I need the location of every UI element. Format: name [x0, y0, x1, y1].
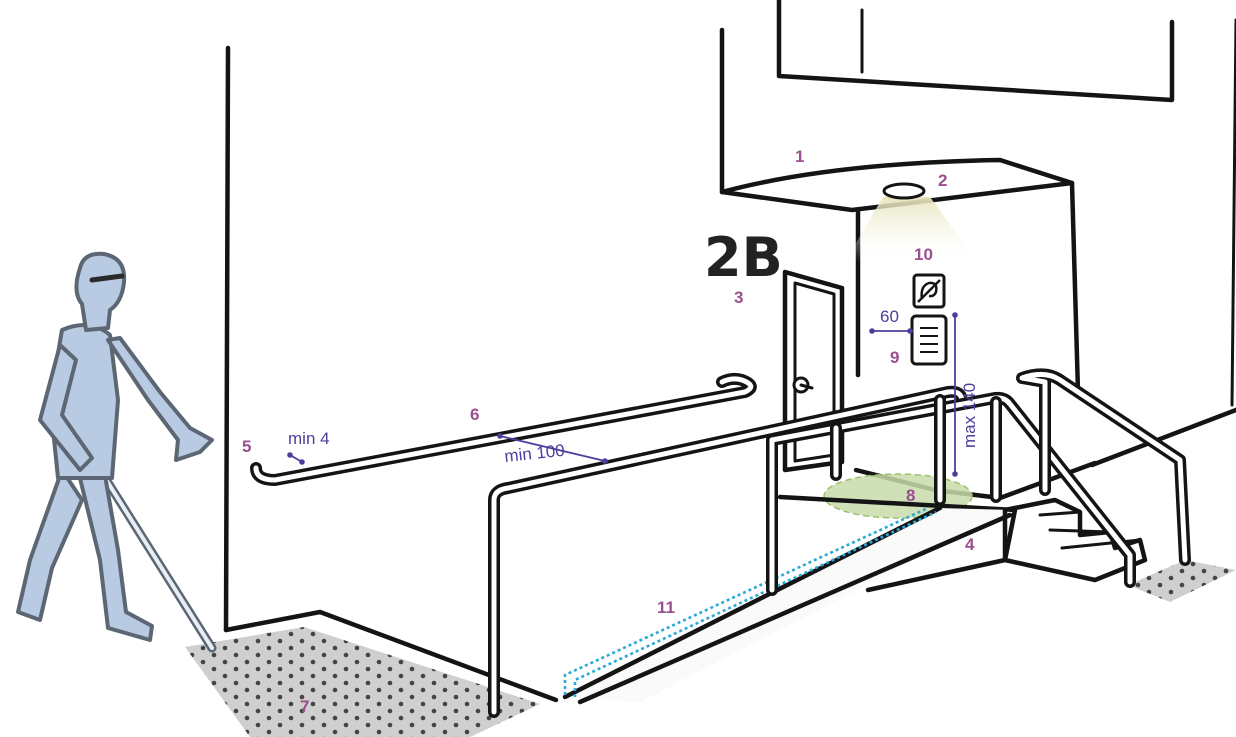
label-3: 3 — [734, 288, 743, 307]
outer-wall-edge — [1232, 20, 1236, 405]
label-6: 6 — [470, 405, 479, 424]
label-8: 8 — [906, 486, 915, 505]
label-11: 11 — [657, 598, 675, 617]
tactile-paving-dots — [185, 627, 540, 737]
ceiling-lamp-icon — [884, 184, 924, 198]
hearing-loop-icon — [914, 275, 944, 307]
dimension-intercom-height-label: max 140 — [960, 383, 979, 448]
dimension-rail-end-label: min 4 — [288, 429, 330, 448]
label-10: 10 — [914, 245, 933, 264]
label-7: 7 — [300, 697, 309, 716]
dimension-intercom-offset — [869, 328, 913, 334]
intercom-panel-icon[interactable] — [912, 316, 946, 364]
label-4: 4 — [965, 535, 975, 554]
building — [226, 0, 1236, 700]
ramp-edge — [565, 508, 940, 697]
vestibule-right-wall — [1072, 183, 1078, 392]
dimension-intercom-offset-label: 60 — [880, 307, 899, 326]
ramp-slope-line — [580, 515, 1010, 702]
door-handle-icon[interactable] — [794, 378, 812, 392]
label-1: 1 — [795, 147, 804, 166]
window-frame — [779, 0, 1172, 100]
label-9: 9 — [890, 348, 899, 367]
ramp-surface — [565, 508, 1012, 702]
visually-impaired-person — [18, 254, 212, 648]
dimension-rail-end — [287, 452, 305, 465]
dimension-rail-extension-label: min 100 — [503, 441, 565, 466]
label-5: 5 — [242, 437, 251, 456]
building-number-sign: 2B — [704, 226, 783, 289]
label-2: 2 — [938, 171, 947, 190]
ramp-railing — [494, 392, 1130, 712]
wall-handrail — [256, 379, 751, 480]
wall-corner-edge — [226, 48, 228, 630]
